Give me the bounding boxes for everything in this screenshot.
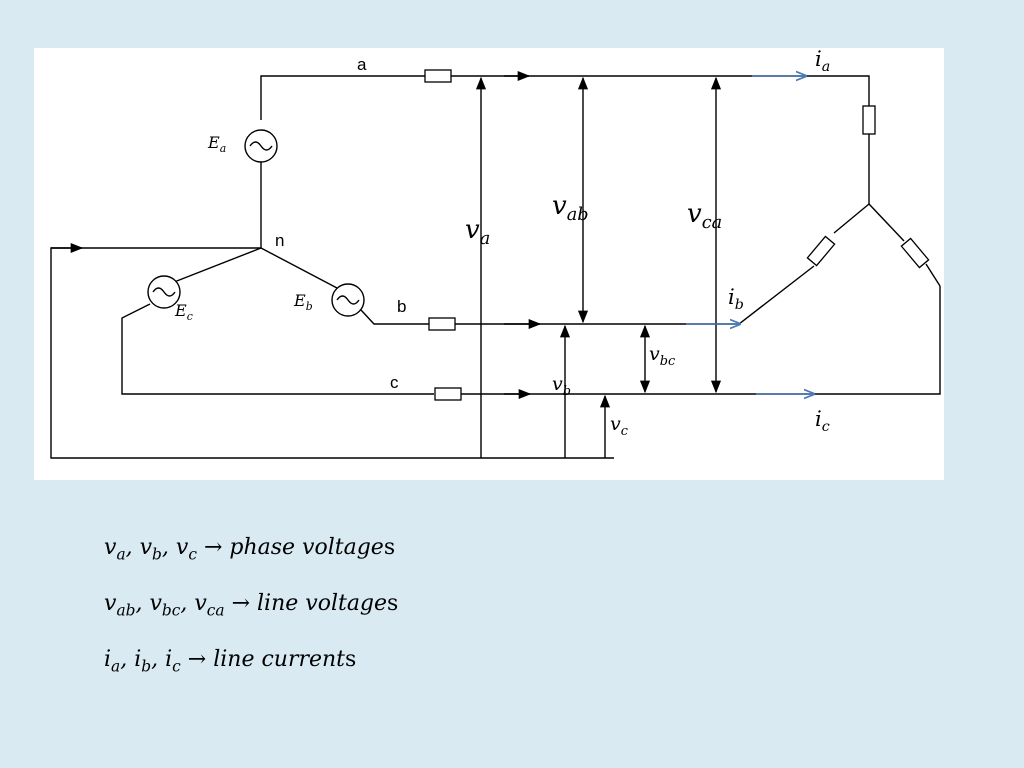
legend-phase-voltages-suffix: s [383, 535, 396, 560]
label-ib: ib [728, 285, 744, 313]
label-vc: vc [610, 413, 628, 439]
line-b [455, 265, 815, 330]
legend-phase-voltages-text: va, vb, vc → phase voltage [104, 535, 384, 564]
label-eb: Eb [293, 291, 313, 313]
resistor-c [434, 387, 462, 401]
node-label-a: a [357, 55, 367, 74]
node-label-b: b [397, 297, 406, 316]
label-va: va [465, 215, 490, 249]
load-resistor-a [862, 105, 876, 135]
resistor-a [424, 69, 452, 83]
legend-line-voltages-suffix: s [387, 591, 399, 616]
node-label-n: n [275, 231, 284, 250]
legend-line-currents: ia, ib, ic → line currents [104, 640, 398, 696]
legend: va, vb, vc → phase voltages vab, vbc, vc… [104, 528, 398, 696]
label-vab: vab [552, 191, 589, 225]
label-ic: ic [815, 407, 830, 435]
legend-line-voltages: vab, vbc, vca → line voltages [104, 584, 398, 640]
line-a [260, 70, 870, 120]
source-eb [331, 283, 429, 325]
label-vca: vca [687, 199, 722, 233]
source-ea [244, 129, 278, 248]
load-resistor-b [806, 235, 836, 267]
wye-load [833, 134, 941, 287]
line-c [461, 286, 941, 400]
circuit-diagram-panel: a n b c Ea Ec Eb va vab vca vbc vb vc ia… [34, 48, 944, 480]
node-label-c: c [390, 373, 399, 392]
neutral-network [50, 242, 614, 459]
three-phase-circuit: a n b c Ea Ec Eb va vab vca vbc vb vc ia… [50, 48, 941, 459]
source-ec [121, 275, 434, 395]
label-ea: Ea [207, 133, 226, 155]
legend-line-currents-text: ia, ib, ic → line current [104, 647, 346, 676]
legend-phase-voltages: va, vb, vc → phase voltages [104, 528, 398, 584]
legend-line-currents-suffix: s [345, 647, 357, 672]
label-ec: Ec [174, 301, 193, 323]
label-vb: vb [552, 373, 571, 399]
label-ia: ia [815, 48, 830, 75]
resistor-b [428, 317, 456, 331]
load-resistor-c [900, 237, 930, 269]
label-vbc: vbc [649, 343, 675, 369]
legend-line-voltages-text: vab, vbc, vca → line voltage [104, 591, 388, 620]
